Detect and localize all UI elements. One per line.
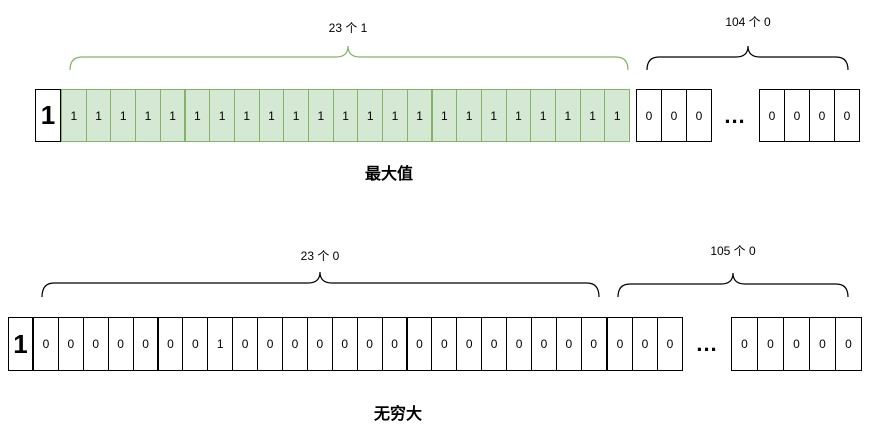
tail-bit-cell: 0: [757, 317, 784, 371]
group1-brace: [69, 45, 629, 71]
bit-cell: 1: [184, 89, 211, 142]
bit-cell: 1: [530, 89, 556, 142]
bit-cell: 0: [431, 317, 458, 371]
bit-cell: 0: [506, 317, 532, 371]
tail-bit-cell: 0: [636, 89, 662, 142]
tail-bit-cell: 0: [835, 317, 862, 371]
bit-cell: 0: [282, 317, 308, 371]
bit-cell: 0: [356, 317, 383, 371]
bit-cell: 1: [505, 89, 532, 142]
sign-bit-cell: 1: [8, 317, 33, 371]
bit-cell: 1: [604, 89, 631, 142]
bit-cell: 0: [481, 317, 508, 371]
bit-cell: 1: [406, 89, 433, 142]
ellipsis: ...: [724, 102, 746, 128]
bit-cell: 0: [331, 317, 358, 371]
sign-bit-cell: 1: [35, 89, 61, 142]
diagram-title: 无穷大: [373, 406, 423, 423]
tail-bit-cell: 0: [657, 317, 683, 371]
bit-cell: 1: [207, 317, 234, 371]
tail-bit-cell: 0: [632, 317, 658, 371]
bit-cell: 0: [531, 317, 557, 371]
bit-cell: 1: [357, 89, 384, 142]
tail-bit-cell: 0: [783, 317, 810, 371]
bit-cell: 1: [579, 89, 606, 142]
ellipsis: ...: [696, 331, 718, 356]
bit-cell: 0: [157, 317, 184, 371]
bit-cell: 1: [308, 89, 334, 142]
bit-cell: 0: [232, 317, 259, 371]
tail-bit-cell: 0: [731, 317, 758, 371]
bit-cell: 0: [580, 317, 607, 371]
bit-cell: 0: [57, 317, 84, 371]
bit-cell: 1: [382, 89, 408, 142]
tail-bit-cell: 0: [607, 317, 633, 371]
group2-brace: [646, 45, 849, 71]
bit-cell: 1: [480, 89, 507, 142]
tail-bit-cell: 0: [809, 317, 836, 371]
bit-cell: 1: [431, 89, 458, 142]
bit-cell: 0: [182, 317, 209, 371]
bit-cell: 0: [82, 317, 109, 371]
bit-cell: 1: [456, 89, 482, 142]
group2-label: 105 个 0: [710, 244, 756, 258]
bit-cell: 0: [406, 317, 433, 371]
bit-cell: 0: [107, 317, 134, 371]
bit-cell: 0: [381, 317, 408, 371]
bit-cell: 1: [85, 89, 112, 142]
tail-bit-cell: 0: [686, 89, 712, 142]
bit-cell: 0: [257, 317, 283, 371]
bit-cell: 0: [306, 317, 333, 371]
bit-cell: 0: [456, 317, 483, 371]
tail-bit-cell: 0: [834, 89, 860, 142]
group1-brace: [41, 271, 600, 298]
group1-label: 23 个 1: [328, 21, 368, 35]
diagram-title: 最大值: [364, 166, 414, 183]
bit-cell: 0: [33, 317, 59, 371]
bit-cell: 0: [555, 317, 582, 371]
bit-cell: 0: [132, 317, 159, 371]
group2-brace: [617, 272, 849, 298]
group1-label: 23 个 0: [300, 249, 340, 263]
group2-label: 104 个 0: [725, 15, 771, 29]
